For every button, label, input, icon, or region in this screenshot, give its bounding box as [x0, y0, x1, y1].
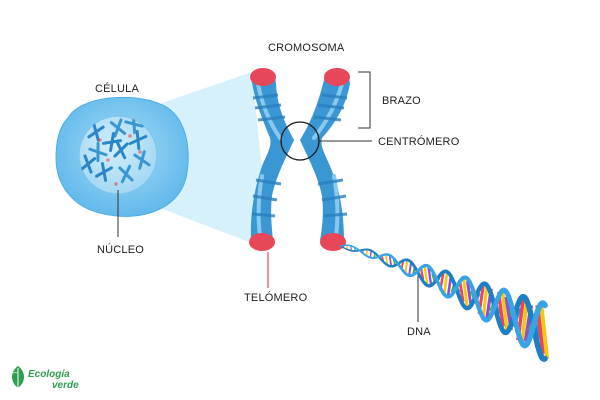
dna-base-pair — [388, 255, 393, 267]
telomere-top-left — [250, 68, 276, 86]
dna-base-pair — [462, 277, 469, 308]
nucleus-speck — [106, 158, 110, 162]
telomere-bottom-left — [249, 233, 275, 251]
nucleus-chromosome — [128, 129, 148, 151]
dna-helix — [339, 244, 550, 362]
nucleus-speck — [138, 150, 142, 154]
nucleus-speck — [98, 138, 102, 142]
dna-backbone — [541, 301, 548, 309]
cell — [55, 96, 189, 217]
leaf-icon — [12, 366, 24, 388]
nucleus-speck — [114, 182, 118, 186]
dna-base-pair — [404, 259, 409, 275]
label-nucleus: NÚCLEO — [97, 243, 144, 256]
label-cell: CÉLULA — [95, 82, 139, 95]
nucleus-chromosome — [95, 162, 113, 182]
nucleus-chromosome — [87, 122, 105, 142]
nucleus-chromosomes — [79, 116, 151, 186]
nucleus-chromosome — [109, 118, 127, 138]
logo-line1: Ecología — [28, 369, 70, 380]
dna-base-pair — [481, 283, 489, 321]
logo: Ecología verde — [12, 366, 79, 391]
dna-base-pair — [442, 271, 449, 296]
nucleus-chromosome — [88, 141, 108, 163]
dna-base-pair — [539, 303, 550, 360]
nucleus-speck — [128, 134, 132, 138]
dna-base-pair — [500, 290, 509, 333]
nucleus-chromosome — [102, 132, 122, 152]
left-chromatid — [250, 71, 294, 248]
nucleus-chromosome — [118, 164, 134, 184]
arm-bracket — [358, 71, 371, 129]
chromosome — [249, 68, 350, 251]
nucleus-chromosome — [113, 140, 129, 160]
logo-line2: verde — [52, 380, 79, 391]
nucleus-chromosome — [79, 154, 97, 174]
label-telomere: TELÓMERO — [244, 291, 308, 304]
dna-base-pair — [369, 250, 372, 258]
label-centromere: CENTRÓMERO — [378, 135, 460, 148]
nucleus-chromosome — [133, 150, 151, 170]
dna-base-pair — [423, 265, 429, 285]
telomere-bottom-right — [320, 233, 346, 251]
dna-base-pair — [427, 267, 433, 286]
label-chromosome: CROMOSOMA — [268, 42, 345, 54]
label-dna: DNA — [407, 326, 431, 338]
dna-base-pair — [385, 254, 389, 265]
label-arm: BRAZO — [382, 95, 421, 107]
telomere-top-right — [324, 68, 350, 86]
